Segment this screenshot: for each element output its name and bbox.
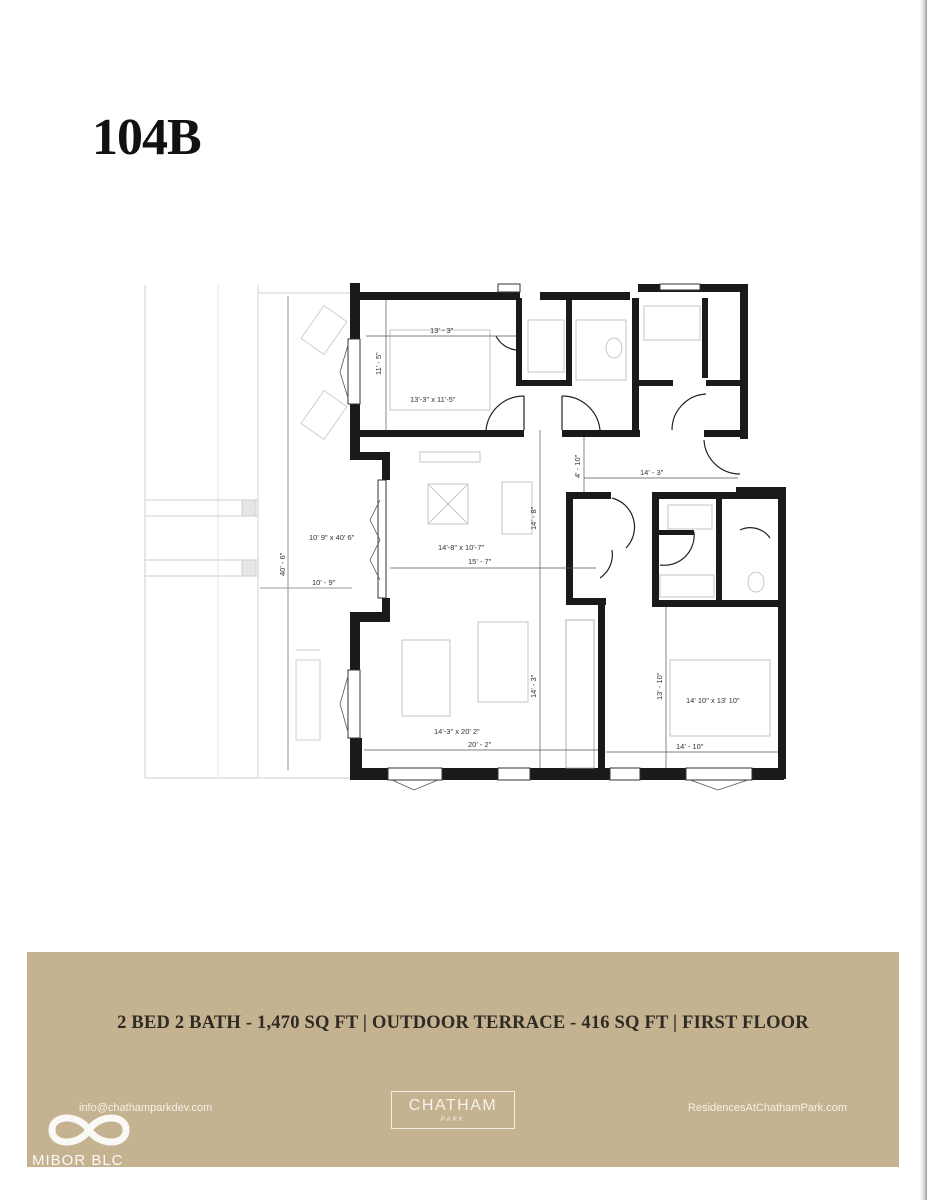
dim-bed1-size: 13'-3" x 11'-5" xyxy=(410,395,456,404)
dimension-lines xyxy=(364,300,778,768)
floor-plan: 13' - 3" 11' - 5" 13'-3" x 11'-5" 10' 9"… xyxy=(144,283,786,791)
website-link[interactable]: ResidencesAtChathamPark.com xyxy=(688,1102,847,1114)
watermark-text: MIBOR BLC xyxy=(32,1152,124,1169)
dim-hall-width: 14' - 3" xyxy=(640,468,664,477)
unit-title: 104B xyxy=(92,109,202,166)
dim-living-depth: 14' - 8" xyxy=(529,506,538,530)
page-edge xyxy=(920,0,927,1200)
dim-terrace-size: 10' 9" x 40' 6" xyxy=(309,533,355,542)
window-swings xyxy=(339,344,749,791)
dim-bed2-width: 14' - 10" xyxy=(676,742,704,751)
doors xyxy=(485,335,771,579)
unit-summary: 2 BED 2 BATH - 1,470 SQ FT | OUTDOOR TER… xyxy=(117,1013,809,1033)
dim-kitchen-width: 20' - 2" xyxy=(468,740,492,749)
dim-hall-depth: 4' - 10" xyxy=(573,454,582,478)
dimension-labels: 13' - 3" 11' - 5" 13'-3" x 11'-5" 10' 9"… xyxy=(278,326,740,751)
terrace-area xyxy=(144,285,352,779)
logo-sub-text: PARK xyxy=(441,1117,465,1123)
logo-main-text: CHATHAM xyxy=(408,1097,498,1114)
dim-bed2-size: 14' 10" x 13' 10" xyxy=(686,696,740,705)
dim-bed1-width: 13' - 3" xyxy=(430,326,454,335)
dim-terrace-length: 40' - 6" xyxy=(278,552,287,576)
dim-bed1-depth: 11' - 5" xyxy=(374,352,383,375)
infinity-icon xyxy=(48,1114,130,1146)
chatham-park-logo: CHATHAM PARK xyxy=(391,1091,515,1129)
windows xyxy=(347,283,753,781)
info-banner: 2 BED 2 BATH - 1,470 SQ FT | OUTDOOR TER… xyxy=(27,952,899,1167)
dim-living-width: 15' - 7" xyxy=(468,557,492,566)
dim-terrace-width: 10' - 9" xyxy=(312,578,336,587)
contact-email[interactable]: info@chathamparkdev.com xyxy=(79,1102,213,1114)
dim-kitchen-depth: 14' - 3" xyxy=(529,674,538,698)
interior-walls xyxy=(358,298,782,770)
furniture xyxy=(389,305,771,769)
dim-bed2-depth: 13' - 10" xyxy=(655,672,664,700)
dim-kitchen-size: 14'-3" x 20' 2" xyxy=(434,727,480,736)
dim-living-size: 14'-8" x 10'-7" xyxy=(438,543,484,552)
terrace-dimension-lines xyxy=(260,296,352,770)
